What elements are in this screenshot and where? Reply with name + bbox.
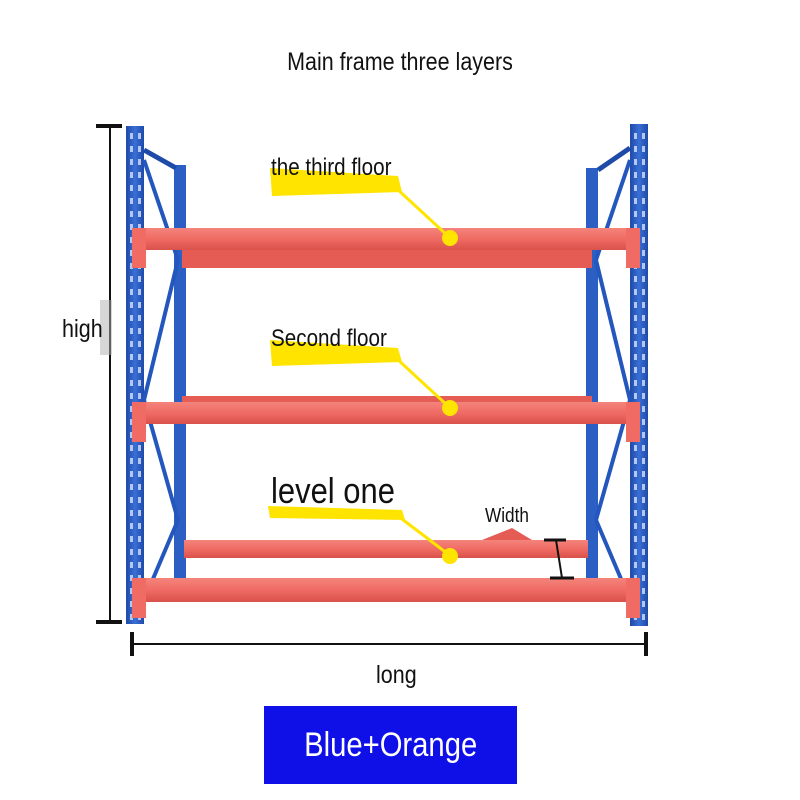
- callout-dot-third-floor: [442, 230, 458, 246]
- callout-dot-level-one: [442, 548, 458, 564]
- width-dimension: [482, 528, 574, 580]
- beam-second-floor: [132, 396, 640, 442]
- label-level-one: level one: [271, 470, 395, 511]
- color-badge: Blue+Orange: [264, 706, 517, 784]
- label-third-floor: the third floor: [271, 154, 392, 181]
- beam-level-one: [132, 540, 640, 618]
- label-length: long: [376, 661, 417, 689]
- callout-dot-second-floor: [442, 400, 458, 416]
- floor-callouts: [394, 186, 458, 564]
- right-upright-back: [586, 168, 598, 586]
- color-badge-text: Blue+Orange: [303, 725, 478, 764]
- left-upright-frame: [126, 126, 186, 624]
- highlight-third-floor: [270, 168, 402, 196]
- label-width: Width: [485, 505, 529, 527]
- height-dimension: [96, 124, 122, 624]
- beam-third-floor: [132, 228, 640, 268]
- floor-label-highlights: [268, 168, 405, 520]
- label-second-floor: Second floor: [271, 325, 387, 352]
- right-upright-frame: [586, 124, 648, 626]
- length-dimension: [130, 632, 648, 656]
- highlight-level-one: [268, 506, 405, 520]
- highlight-second-floor: [270, 340, 402, 366]
- diagram-title: Main frame three layers: [287, 48, 513, 76]
- label-height: high: [62, 315, 103, 343]
